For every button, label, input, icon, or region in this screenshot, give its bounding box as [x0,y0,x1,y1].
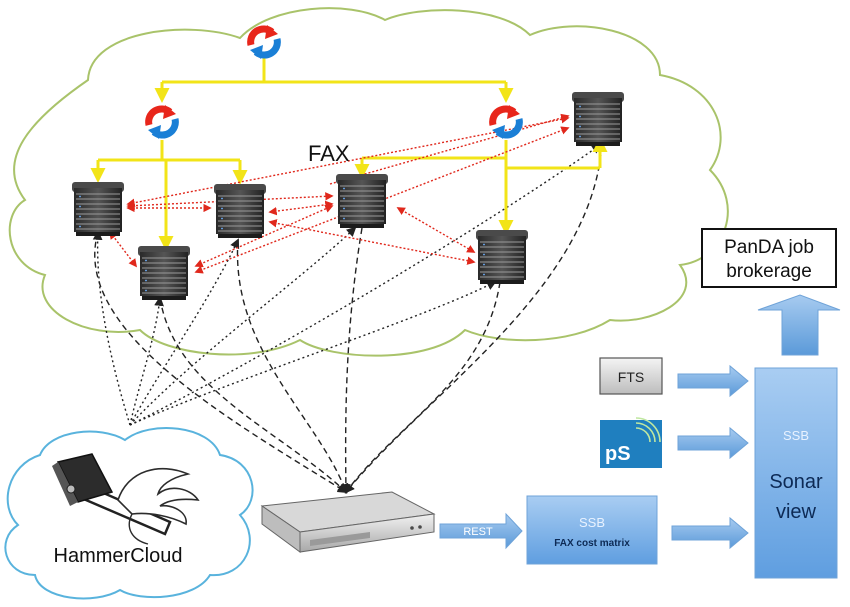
ssb-sonar-line2: view [776,501,817,523]
ssb-sonar-line1: Sonar [769,471,823,493]
fts-to-sonar-arrow [677,364,749,398]
storage-server-icon [475,229,529,285]
hammercloud-label: HammerCloud [54,545,183,567]
feed-arrows [671,364,749,550]
perfsonar-label: pS [605,443,631,465]
cost-matrix-links [108,113,570,274]
ssb-cost-subtitle: FAX cost matrix [554,538,630,549]
site-to-server-links [94,144,603,494]
rest-arrow: REST [439,512,523,550]
ssb-cost-matrix-box: SSB FAX cost matrix [526,495,658,565]
fts-label: FTS [618,369,644,385]
ssb-cost-title: SSB [579,515,605,530]
rest-label: REST [463,526,493,538]
ps-to-sonar-arrow [677,426,749,460]
winged-hammer-icon [52,453,200,545]
cost-to-sonar-arrow [671,516,749,550]
ssb-sonar-view-box: SSB Sonar view [754,367,838,579]
fts-box: FTS [599,357,663,395]
storage-server-icon [335,173,389,229]
fax-label: FAX [308,141,350,166]
storage-server-icon [213,183,267,239]
perfsonar-logo: pS [600,417,662,468]
panda-brokerage-box: PanDA job brokerage [701,228,837,288]
ssb-sonar-title: SSB [783,428,809,443]
storage-server-icon [571,91,625,147]
panda-label-line1: PanDA job [724,237,814,258]
panda-label-line2: brokerage [726,261,812,282]
rack-server-icon [260,491,436,553]
storage-server-icon [137,245,191,301]
storage-server-icon [71,181,125,237]
sonar-to-panda-arrow [757,294,841,356]
